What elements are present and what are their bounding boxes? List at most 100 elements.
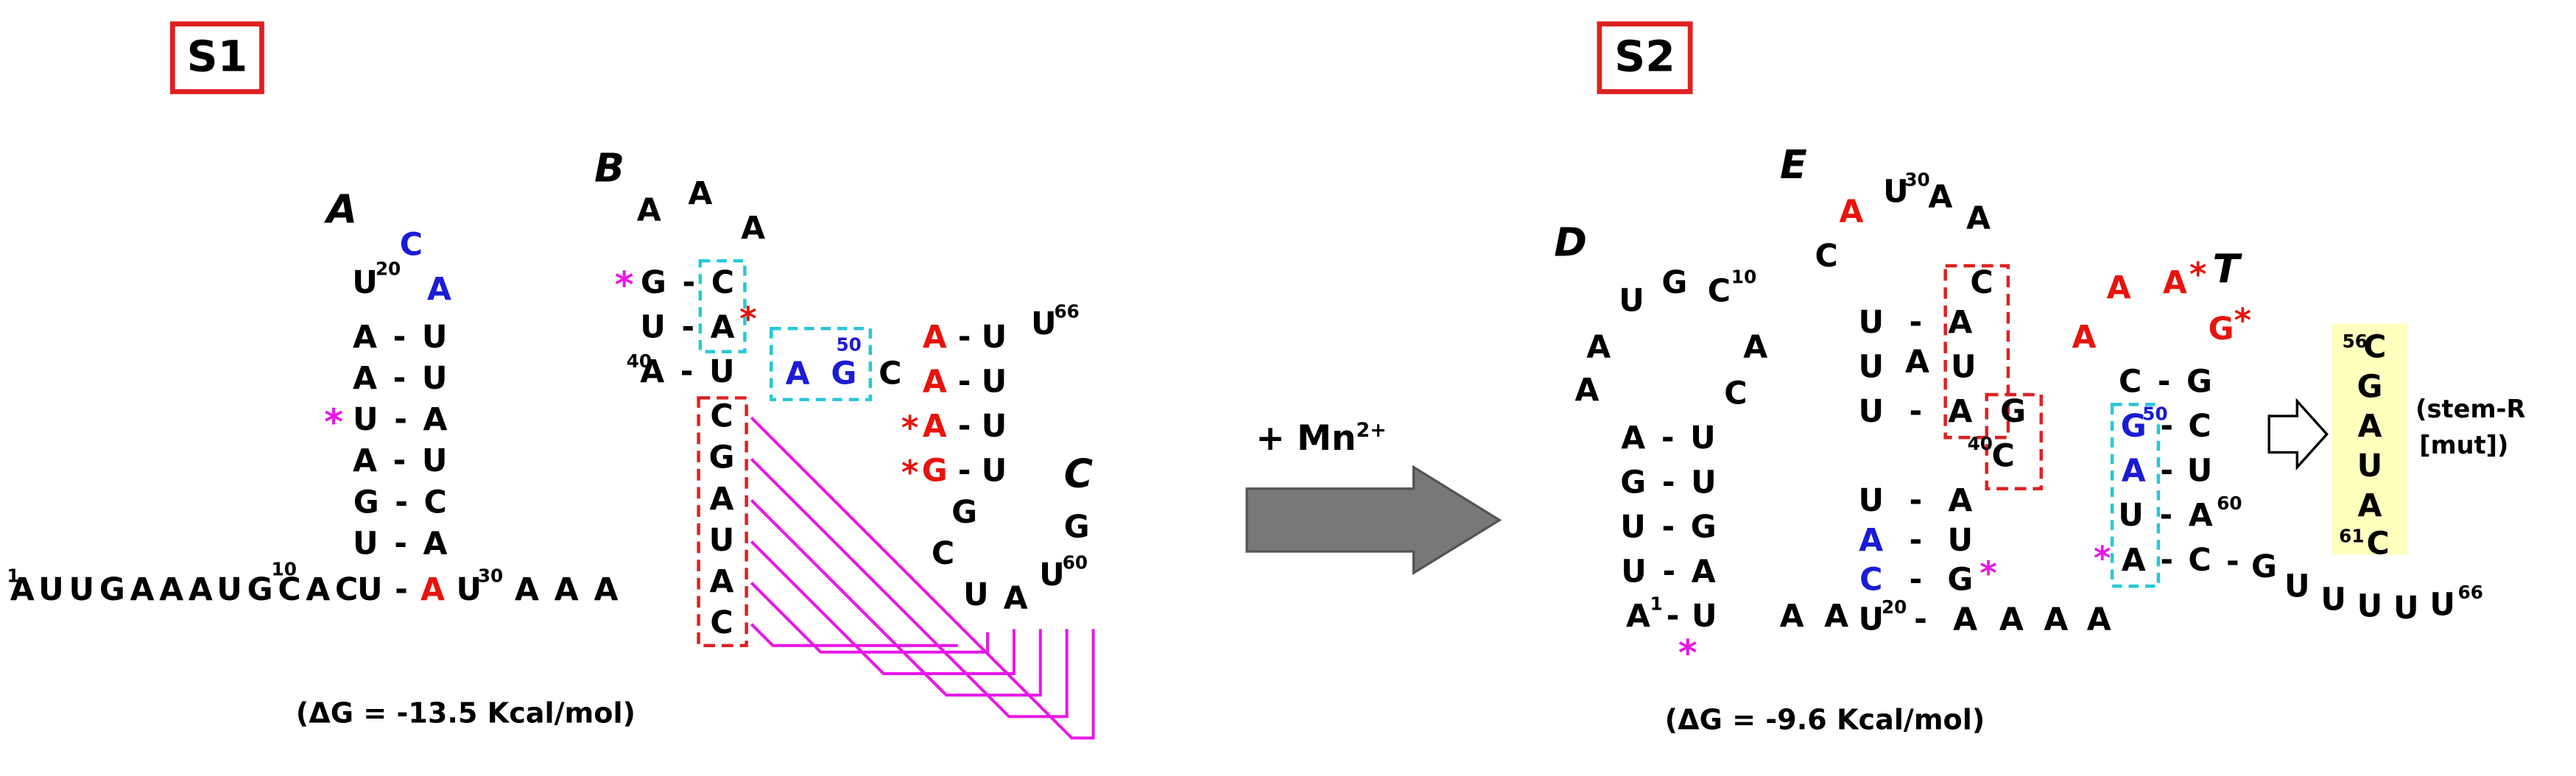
nucleotide: G (2208, 311, 2234, 348)
nucleotide: U (981, 319, 1007, 356)
s2-cyan-box (2110, 403, 2161, 588)
nucleotide: A (514, 572, 539, 609)
nucleotide: U (981, 453, 1007, 490)
nucleotide: - (1666, 598, 1680, 635)
nucleotide: A (1948, 304, 1973, 342)
stem-r-highlight (2332, 323, 2408, 555)
nucleotide: C (2188, 409, 2211, 445)
nucleotide: U - G (1620, 509, 1720, 546)
residue-1: 1 (7, 565, 20, 588)
nucleotide: - (957, 453, 971, 490)
nucleotide: A (636, 192, 661, 229)
residue-60: 60 (1062, 552, 1088, 574)
nucleotide: C (399, 227, 423, 264)
nucleotide: - (1909, 522, 1923, 560)
nucleotide: U (1883, 174, 1909, 211)
nucleotide: A (2086, 602, 2111, 638)
s2-structure-tag: S2 (1597, 21, 1693, 94)
nucleotide: A (1859, 522, 1884, 560)
pairing-connector (750, 416, 1095, 740)
residue-30: 30 (1904, 169, 1930, 191)
stem-a-label: A (326, 186, 358, 233)
nucleotide: C - G (2118, 364, 2215, 401)
stem-r-pointer-arrow (2267, 398, 2329, 471)
nucleotide: G (1063, 509, 1090, 546)
nucleotide: A (594, 572, 619, 609)
nucleotide: C (710, 604, 733, 642)
nucleotide: A (1824, 598, 1849, 635)
nucleotide: A (922, 319, 947, 356)
nucleotide: G (951, 494, 978, 531)
nucleotide: A (2121, 453, 2146, 490)
nucleotide: U (1947, 522, 1974, 560)
nucleotide: A (427, 271, 452, 308)
pairing-connector (750, 623, 958, 647)
nucleotide: U (1039, 557, 1065, 594)
nucleotide: - (957, 409, 971, 445)
nucleotide: A (2162, 264, 2187, 302)
asterisk: * (901, 407, 919, 448)
nucleotide: A (1999, 602, 2024, 638)
nucleotide: G - C (353, 484, 450, 521)
nucleotide: A (922, 409, 947, 445)
nucleotide: U (456, 572, 482, 609)
nucleotide: A - U (1621, 420, 1719, 457)
stem-b-label: B (594, 145, 624, 192)
nucleotide: A (1779, 598, 1804, 635)
pairing-connector (750, 499, 1042, 697)
nucleotide: A (1574, 372, 1600, 409)
nucleotide: - (395, 572, 408, 609)
nucleotide: A (1839, 194, 1864, 230)
nucleotide: G - U (1620, 465, 1720, 501)
nucleotide: U (963, 576, 989, 614)
stem-e-label: E (1779, 141, 1807, 188)
nucleotide: A (2072, 319, 2097, 356)
residue-60: 60 (2217, 493, 2242, 515)
nucleotide: A - U (353, 443, 450, 480)
nucleotide: U (2393, 590, 2419, 627)
asterisk: * (1678, 634, 1697, 676)
nucleotide: A (1948, 393, 1973, 431)
nucleotide: U - A (353, 402, 450, 439)
nucleotide: A - U (640, 354, 737, 391)
nucleotide: U (981, 364, 1007, 401)
transition-arrow (1245, 465, 1502, 576)
nucleotide: U - A (353, 526, 450, 562)
s2-tag-label: S2 (1614, 32, 1675, 83)
nucleotide: A (709, 481, 734, 518)
nucleotide: A - U (353, 319, 450, 356)
nucleotide: C (1724, 375, 1748, 412)
nucleotide: A (1743, 329, 1768, 366)
nucleotide: A (1966, 200, 1991, 237)
nucleotide: A (1905, 344, 1930, 381)
nucleotide: U (1951, 349, 1977, 386)
nucleotide: G (831, 356, 857, 392)
nucleotide: A (1626, 598, 1651, 635)
residue-50: 50 (836, 334, 862, 356)
nucleotide: C (1707, 273, 1731, 310)
mn-charge-superscript: 2+ (1356, 418, 1387, 442)
nucleotide: U (1858, 482, 1885, 520)
nucleotide: U (2429, 587, 2455, 624)
mn-text: + Mn (1256, 418, 1356, 459)
nucleotide: A (554, 572, 579, 609)
nucleotide: U (1619, 283, 1644, 320)
nucleotide: C (2366, 526, 2390, 562)
nucleotide: U (981, 409, 1007, 445)
residue-56: 56 (2342, 331, 2368, 353)
nucleotide: C (1991, 438, 2015, 475)
nucleotide: A (2106, 269, 2131, 306)
nucleotide: U (1858, 349, 1885, 386)
residue-61: 61 (2339, 526, 2365, 548)
s1-structure-tag: S1 (169, 21, 264, 94)
nucleotide: - (2226, 543, 2239, 581)
stem-c-label: C (1063, 451, 1094, 497)
nucleotide: U (2357, 588, 2383, 625)
residue-10: 10 (1731, 267, 1757, 289)
nucleotide: A (1003, 580, 1028, 617)
s1-rearranging-segment-box (697, 396, 748, 648)
nucleotide: - (1909, 562, 1923, 599)
residue-66: 66 (2457, 582, 2483, 604)
